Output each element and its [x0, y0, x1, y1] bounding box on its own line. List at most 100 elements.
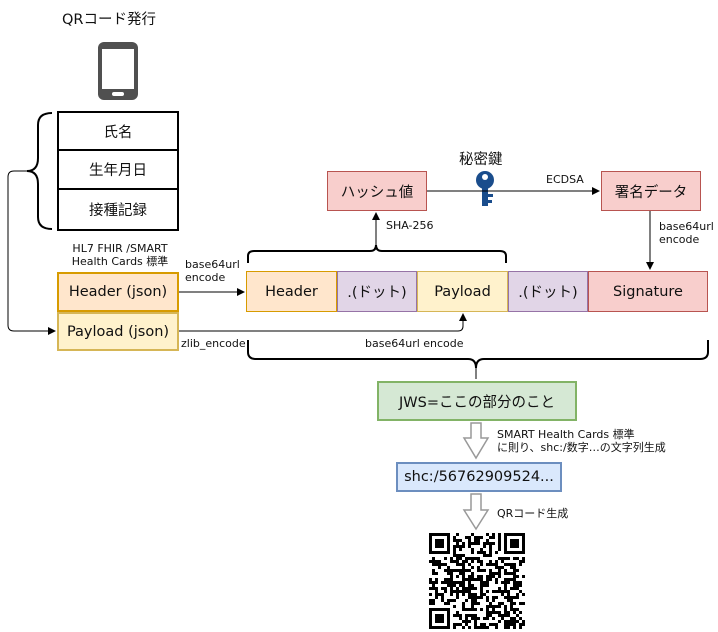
- qr-module: [477, 617, 480, 620]
- shc-string-box: shc:/56762909524...: [396, 462, 562, 492]
- qr-module: [513, 578, 516, 581]
- qr-module: [453, 548, 456, 551]
- qr-module: [483, 584, 486, 587]
- qr-module: [498, 542, 501, 545]
- page-title: QRコード発行: [62, 12, 156, 28]
- qr-module: [501, 593, 504, 596]
- qr-module: [435, 596, 438, 599]
- qr-module: [450, 599, 453, 602]
- qr-module: [435, 593, 438, 596]
- qr-module: [501, 590, 504, 593]
- qr-module: [447, 578, 450, 581]
- qr-module: [459, 572, 462, 575]
- qr-module: [471, 560, 474, 563]
- qr-module: [486, 611, 489, 614]
- qr-module: [513, 596, 516, 599]
- qr-module: [480, 581, 483, 584]
- qr-module: [429, 560, 432, 563]
- qr-module: [468, 584, 471, 587]
- qr-module: [456, 611, 459, 614]
- qr-module: [450, 578, 453, 581]
- jws-payload-part: Payload: [417, 271, 508, 312]
- qr-module: [495, 626, 498, 629]
- qr-module: [453, 539, 456, 542]
- qr-module: [477, 575, 480, 578]
- standard-label: HL7 FHIR /SMART Health Cards 標準: [60, 242, 180, 268]
- qr-module: [471, 551, 474, 554]
- qr-module: [498, 614, 501, 617]
- qr-module: [474, 596, 477, 599]
- qr-module: [450, 575, 453, 578]
- qr-module: [468, 626, 471, 629]
- qr-module: [480, 569, 483, 572]
- qr-module: [477, 557, 480, 560]
- qr-module: [453, 569, 456, 572]
- qr-module: [471, 548, 474, 551]
- qr-module: [480, 584, 483, 587]
- qr-module: [498, 575, 501, 578]
- qr-module: [468, 608, 471, 611]
- qr-module: [510, 566, 513, 569]
- qr-module: [453, 581, 456, 584]
- qr-module: [507, 578, 510, 581]
- qr-module: [510, 602, 513, 605]
- qr-module: [462, 620, 465, 623]
- qr-module: [450, 590, 453, 593]
- qr-module: [507, 581, 510, 584]
- qr-module: [447, 602, 450, 605]
- qr-module: [477, 569, 480, 572]
- qr-module: [513, 611, 516, 614]
- qr-module: [462, 605, 465, 608]
- qr-module: [471, 608, 474, 611]
- qr-module: [435, 563, 438, 566]
- qr-module: [495, 578, 498, 581]
- qr-module: [474, 557, 477, 560]
- qr-module: [450, 584, 453, 587]
- standard-label-line2: Health Cards 標準: [71, 255, 169, 268]
- qr-module: [513, 623, 516, 626]
- qr-module: [438, 593, 441, 596]
- qr-module: [522, 620, 525, 623]
- smartphone-icon: [98, 42, 138, 100]
- qr-module: [498, 611, 501, 614]
- qr-module: [465, 617, 468, 620]
- qr-module: [492, 575, 495, 578]
- qr-module: [519, 626, 522, 629]
- qr-module: [462, 584, 465, 587]
- qr-module: [480, 590, 483, 593]
- qr-module: [516, 575, 519, 578]
- qr-module: [447, 572, 450, 575]
- qr-module: [468, 569, 471, 572]
- qr-module: [498, 620, 501, 623]
- qr-module: [462, 578, 465, 581]
- qr-module: [495, 611, 498, 614]
- qr-module: [504, 623, 507, 626]
- qr-module: [513, 587, 516, 590]
- qr-module: [513, 563, 516, 566]
- qr-module: [510, 617, 513, 620]
- qr-module: [471, 533, 474, 536]
- qr-module: [501, 602, 504, 605]
- qr-module: [450, 581, 453, 584]
- qr-module: [462, 569, 465, 572]
- qr-module: [486, 599, 489, 602]
- qr-module: [498, 557, 501, 560]
- qr-module: [468, 620, 471, 623]
- header-json-box: Header (json): [57, 272, 179, 312]
- qr-module: [486, 596, 489, 599]
- qr-module: [462, 626, 465, 629]
- qr-module: [447, 569, 450, 572]
- qr-module: [444, 563, 447, 566]
- qr-module: [453, 614, 456, 617]
- qr-module: [465, 608, 468, 611]
- qr-module: [498, 536, 501, 539]
- qr-module: [492, 536, 495, 539]
- qr-module: [486, 533, 489, 536]
- ecdsa-label: ECDSA: [546, 173, 584, 186]
- jws-signature-part: Signature: [588, 271, 708, 312]
- qr-module: [477, 539, 480, 542]
- qr-module: [468, 587, 471, 590]
- qr-module: [477, 602, 480, 605]
- qr-module: [444, 602, 447, 605]
